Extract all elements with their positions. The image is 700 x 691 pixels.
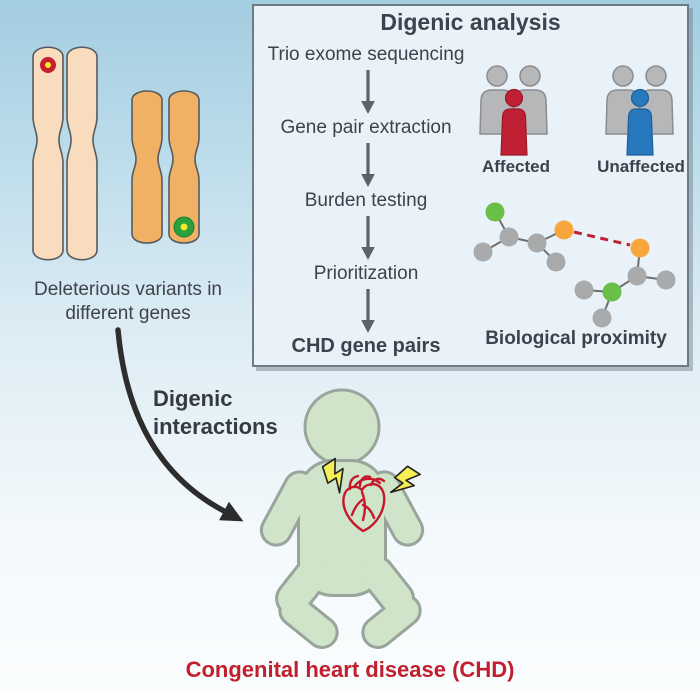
network-nodes — [473, 202, 676, 328]
lightning-icon — [321, 457, 344, 494]
variant-marker-green — [173, 216, 195, 238]
digenic-analysis-box — [252, 4, 689, 367]
flow-step-prioritization: Prioritization — [313, 263, 419, 284]
affected-label: Affected — [481, 157, 550, 176]
trio-affected-icon — [479, 65, 548, 156]
flow-arrow-icon — [361, 216, 375, 260]
network-node-gray — [574, 280, 594, 300]
digenic-box-title: Digenic analysis — [380, 9, 561, 35]
chromosome-pair-light-icon — [32, 46, 98, 261]
chromatid — [32, 46, 64, 261]
interactions-line: interactions — [153, 414, 278, 439]
chd-footer-caption: Congenital heart disease (CHD) — [185, 657, 515, 682]
network-node-green — [485, 202, 505, 222]
chromatid — [131, 90, 163, 244]
variant-marker-red — [40, 57, 56, 73]
unaffected-label: Unaffected — [597, 157, 685, 176]
network-node-gray — [592, 308, 612, 328]
flow-step-chd-gene-pairs: CHD gene pairs — [291, 335, 441, 357]
biological-proximity-label: Biological proximity — [485, 328, 667, 349]
heart-icon — [342, 474, 386, 533]
trio-child-unaffected — [626, 88, 654, 156]
chromosome-pair-dark-icon — [131, 90, 200, 244]
network-node-gray — [546, 252, 566, 272]
flow-step-burden-testing: Burden testing — [304, 190, 428, 211]
baby-icon — [259, 388, 425, 649]
flow-step-gene-pair-extraction: Gene pair extraction — [280, 117, 452, 138]
network-node-gray — [527, 233, 547, 253]
gene-network-icon — [473, 202, 676, 328]
network-node-orange — [554, 220, 574, 240]
flow-arrow-icon — [361, 70, 375, 114]
baby-head — [303, 388, 381, 466]
network-node-orange — [630, 238, 650, 258]
chromatid — [66, 46, 98, 261]
proximity-dashed-link — [573, 230, 631, 247]
flow-arrow-icon — [361, 143, 375, 187]
network-node-gray — [499, 227, 519, 247]
network-node-green — [602, 282, 622, 302]
curved-arrow-icon — [115, 327, 244, 522]
baby-body-fill — [262, 462, 422, 646]
flow-arrows — [361, 70, 375, 333]
trio-child-affected — [500, 88, 528, 156]
flow-arrow-icon — [361, 289, 375, 333]
network-node-gray — [627, 266, 647, 286]
flow-step-trio-exome-sequencing: Trio exome sequencing — [267, 44, 465, 65]
lightning-icon — [389, 465, 421, 494]
trio-unaffected-icon — [605, 65, 674, 156]
digenic-line: Digenic — [153, 386, 233, 411]
chromatid — [168, 90, 200, 244]
caption-line-1: Deleterious variants in — [34, 279, 222, 300]
deleterious-variants-caption: Deleterious variants in different genes — [17, 278, 239, 326]
digenic-interactions-label: Digenic interactions — [153, 385, 278, 441]
network-node-gray — [473, 242, 493, 262]
caption-line-2: different genes — [65, 303, 191, 324]
network-node-gray — [656, 270, 676, 290]
